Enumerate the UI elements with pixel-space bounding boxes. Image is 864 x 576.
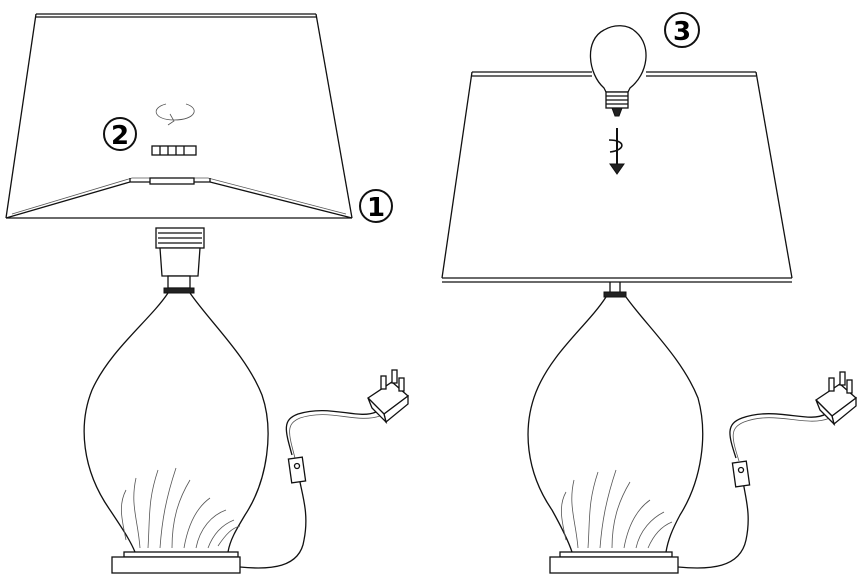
shade-ring xyxy=(151,145,197,156)
step-marker-2: 2 xyxy=(103,117,137,151)
screw-down-arrow-icon xyxy=(608,128,625,175)
rotate-arrow-icon xyxy=(155,103,195,126)
step-marker-1: 1 xyxy=(359,189,393,223)
right-lamp xyxy=(441,25,858,574)
right-plug xyxy=(814,371,858,427)
left-power-cord xyxy=(239,410,381,569)
right-lampshade xyxy=(441,71,793,283)
step-number-2: 2 xyxy=(111,121,129,151)
right-lamp-holder xyxy=(603,282,627,298)
left-lamp xyxy=(5,13,410,574)
step-number-3: 3 xyxy=(673,17,691,47)
right-lamp-plinth xyxy=(549,551,679,574)
left-lamp-holder xyxy=(155,227,205,294)
step-marker-3: 3 xyxy=(664,12,700,48)
left-lampshade xyxy=(5,13,353,219)
right-lamp-base xyxy=(527,296,704,556)
right-power-cord xyxy=(677,413,831,569)
left-plug xyxy=(366,369,410,425)
step-number-1: 1 xyxy=(367,193,385,223)
light-bulb-icon xyxy=(589,25,647,117)
left-lamp-base xyxy=(83,292,269,556)
left-lamp-plinth xyxy=(111,551,241,574)
